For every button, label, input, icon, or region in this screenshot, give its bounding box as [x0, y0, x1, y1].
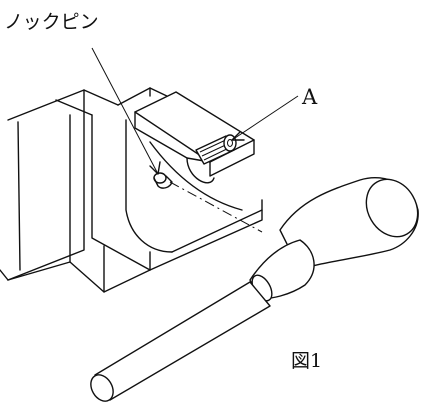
vise-jaw — [91, 87, 263, 271]
center-line — [169, 181, 263, 233]
knock-pin-arrow — [149, 161, 161, 175]
vise-body — [0, 89, 151, 293]
part-a-arrow — [231, 131, 245, 141]
knock-pin-leader — [91, 47, 159, 175]
part-a-label: A — [301, 85, 318, 109]
pin-tool — [90, 176, 419, 402]
knock-pin — [153, 172, 173, 189]
part-a-leader — [231, 95, 299, 141]
clamp-block — [134, 91, 255, 211]
set-screw — [195, 134, 237, 165]
knock-pin-label: ノックピン — [4, 11, 99, 33]
figure-caption: 図1 — [291, 350, 322, 372]
